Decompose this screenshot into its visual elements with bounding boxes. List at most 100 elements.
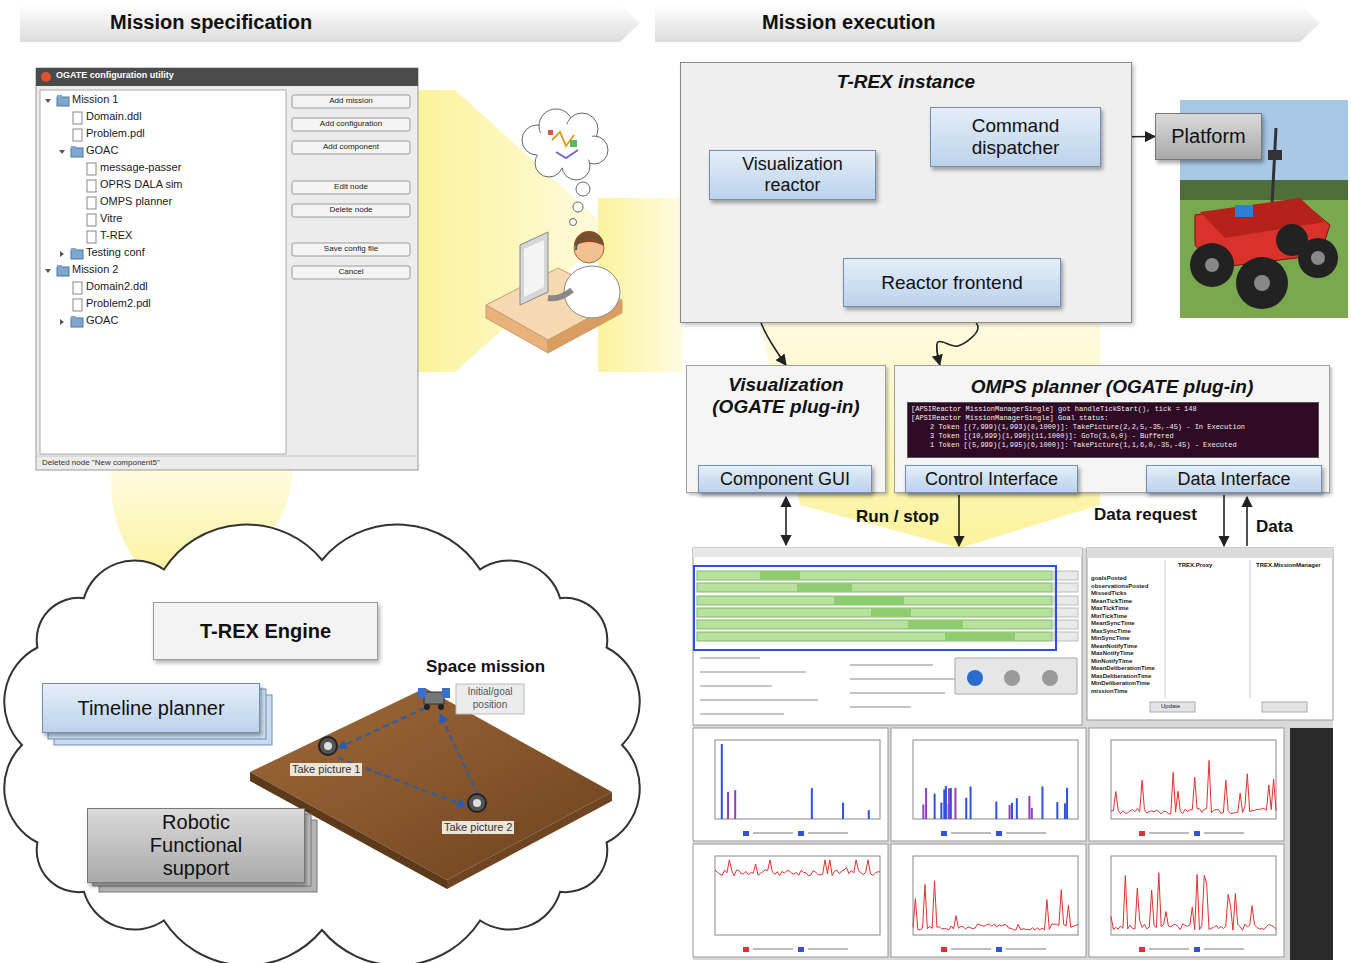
button-label: Save config file bbox=[292, 244, 410, 254]
interface-arrow bbox=[1246, 497, 1248, 546]
table-row-name: MissedTicks bbox=[1091, 590, 1127, 597]
person-at-desk bbox=[548, 290, 572, 298]
log-text-placeholder bbox=[850, 664, 933, 666]
space-mission-illustration bbox=[338, 708, 425, 748]
gui-screenshot bbox=[1150, 702, 1195, 712]
process-box: Visualization reactor bbox=[709, 150, 876, 200]
gui-screenshot bbox=[1042, 670, 1058, 686]
button-label: Add configuration bbox=[292, 119, 410, 129]
timeline-bar bbox=[1054, 608, 1078, 617]
robot-photo bbox=[1236, 257, 1288, 309]
flow-arrow bbox=[418, 90, 612, 372]
person-at-desk bbox=[486, 305, 548, 353]
thought-bubble bbox=[548, 130, 553, 135]
config-window bbox=[41, 72, 51, 82]
thought-bubble bbox=[576, 182, 590, 196]
callout-label: Take picture 2 bbox=[442, 821, 514, 834]
thought-bubble bbox=[573, 202, 583, 212]
tree-icon bbox=[60, 251, 64, 257]
metric-chart bbox=[1028, 796, 1030, 819]
metric-chart bbox=[808, 832, 848, 834]
arrow-label: Data bbox=[1256, 517, 1293, 537]
robot-photo bbox=[1200, 198, 1325, 238]
robot-photo bbox=[1180, 100, 1348, 195]
metric-chart bbox=[1031, 808, 1033, 819]
table-header: TREX.MissionManager bbox=[1256, 562, 1321, 569]
metric-chart bbox=[1204, 948, 1244, 950]
robot-photo bbox=[1298, 238, 1338, 278]
button-label: Add component bbox=[292, 142, 410, 152]
thought-bubble bbox=[570, 219, 577, 226]
interface-arrow bbox=[1223, 495, 1225, 546]
person-at-desk bbox=[486, 268, 622, 340]
robot-photo bbox=[1180, 100, 1348, 318]
log-text-placeholder bbox=[700, 685, 772, 687]
gui-screenshot bbox=[955, 658, 1077, 694]
space-mission-illustration bbox=[250, 688, 612, 880]
table-row-name: MinDeliberationTime bbox=[1091, 680, 1150, 687]
tree-icon bbox=[71, 250, 83, 259]
metric-chart bbox=[1089, 844, 1284, 957]
robot-photo bbox=[1205, 258, 1219, 272]
tree-item: Problem2.pdl bbox=[86, 297, 151, 310]
table-row-name: MeanTickTime bbox=[1091, 598, 1132, 605]
metric-chart bbox=[934, 794, 936, 819]
person-at-desk bbox=[576, 235, 602, 250]
timeline-bar bbox=[697, 571, 1078, 641]
thought-bubble bbox=[522, 125, 552, 155]
tree-icon bbox=[73, 112, 82, 124]
robot-photo bbox=[1235, 205, 1253, 217]
arrow-label: Run / stop bbox=[856, 507, 939, 527]
metric-chart bbox=[1194, 947, 1200, 952]
metric-chart bbox=[693, 844, 888, 957]
metric-chart bbox=[1056, 802, 1058, 819]
metric-chart bbox=[1011, 803, 1013, 819]
thought-bubble bbox=[535, 149, 563, 177]
tree-icon bbox=[71, 146, 76, 149]
tree-item: T-REX bbox=[100, 229, 132, 242]
interface-box: Control Interface bbox=[905, 465, 1078, 493]
metric-chart bbox=[743, 831, 749, 836]
table-row-name: MeanDeliberationTime bbox=[1091, 665, 1155, 672]
thought-bubble bbox=[562, 152, 590, 180]
status-text: Deleted node "New component5" bbox=[42, 458, 160, 468]
table-row-name: MaxDeliberationTime bbox=[1091, 673, 1151, 680]
person-at-desk bbox=[548, 300, 622, 353]
space-mission-illustration bbox=[338, 758, 466, 806]
metric-chart bbox=[891, 844, 1086, 957]
stacked-box-shadow bbox=[54, 695, 272, 745]
config-window bbox=[292, 95, 410, 279]
section-heading: Mission specification bbox=[110, 10, 312, 34]
metric-chart bbox=[842, 803, 844, 819]
flow-arrow bbox=[598, 198, 682, 372]
platform-box: Platform bbox=[1155, 113, 1262, 160]
box-label: Control Interface bbox=[925, 469, 1058, 490]
table-row-name: MeanNotifyTime bbox=[1091, 643, 1137, 650]
interface-arrow bbox=[958, 495, 960, 546]
flow-arrow bbox=[111, 90, 1100, 580]
metric-chart bbox=[1111, 740, 1276, 819]
tree-icon bbox=[73, 282, 82, 294]
metric-chart bbox=[753, 948, 793, 950]
space-mission-illustration bbox=[424, 704, 430, 710]
tree-item: Problem.pdl bbox=[86, 127, 145, 140]
tree-item: OMPS planner bbox=[100, 195, 172, 208]
timeline-bar bbox=[1054, 571, 1078, 580]
metric-chart bbox=[965, 798, 967, 819]
metric-chart bbox=[1139, 831, 1145, 836]
tree-icon bbox=[71, 248, 76, 251]
config-window bbox=[292, 95, 410, 108]
log-text-placeholder bbox=[700, 657, 979, 715]
space-mission-illustration bbox=[418, 688, 426, 698]
table-row-name: missionTime bbox=[1091, 688, 1128, 695]
metric-chart bbox=[951, 948, 991, 950]
metric-chart bbox=[727, 792, 729, 819]
space-mission-illustration bbox=[442, 688, 450, 698]
box-label: Visualization reactor bbox=[718, 154, 867, 195]
plugin-box: Visualization (OGATE plug-in)Component G… bbox=[686, 365, 886, 493]
stacked-box-shadow bbox=[93, 814, 311, 886]
thought-bubble bbox=[556, 150, 578, 158]
table-header: TREX.Proxy bbox=[1178, 562, 1212, 569]
timeline-bar bbox=[1054, 632, 1078, 641]
robot-photo bbox=[1190, 243, 1234, 287]
